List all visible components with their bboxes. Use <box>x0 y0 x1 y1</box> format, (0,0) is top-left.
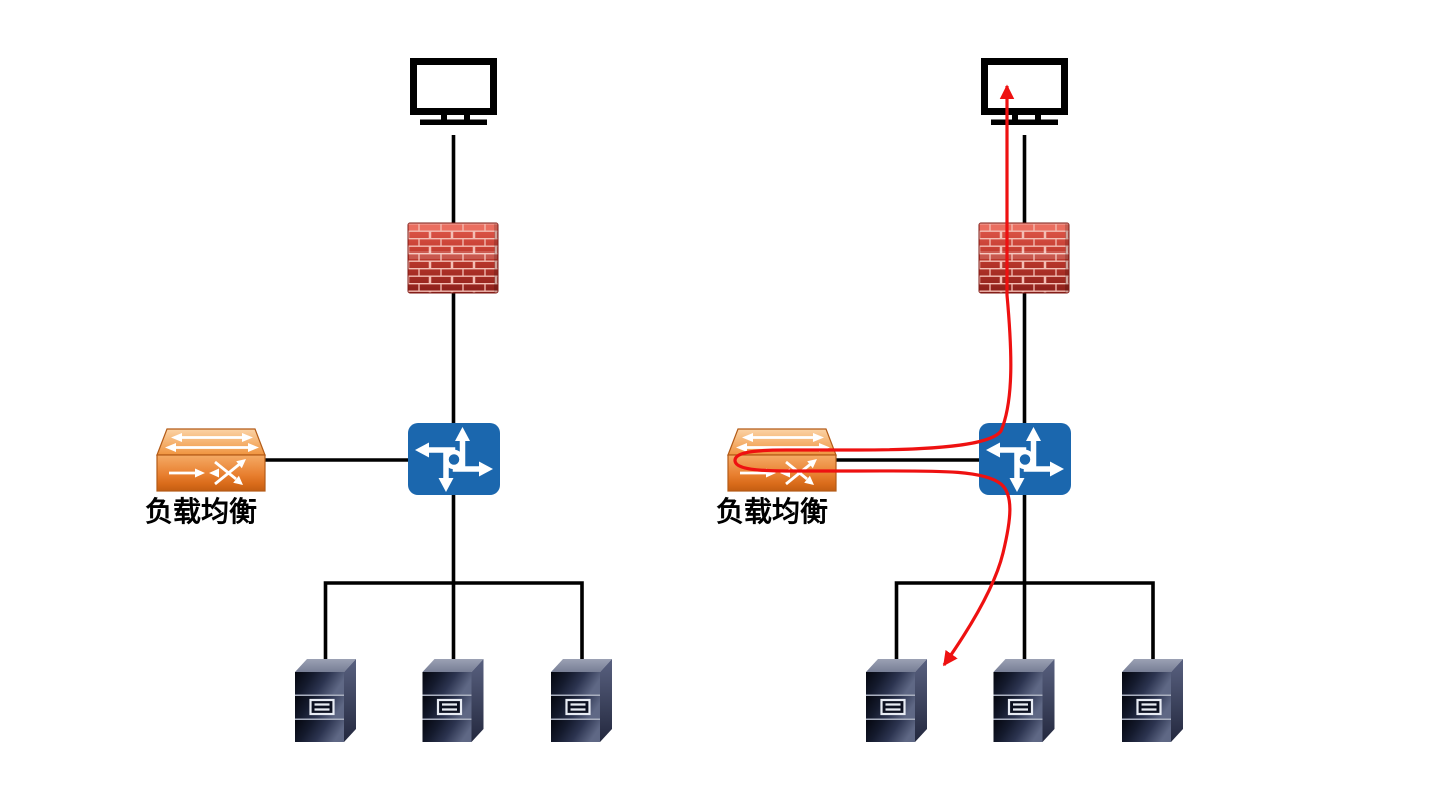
traffic-flow-arrow <box>733 84 1015 667</box>
topology-group <box>157 62 612 743</box>
load-balancer-label: 负载均衡 <box>145 496 257 527</box>
topology-group <box>728 62 1183 743</box>
load-balancer-label: 负载均衡 <box>716 496 828 527</box>
diagram-after: 负载均衡 <box>716 62 1183 743</box>
diagram-before: 负载均衡 <box>145 62 612 743</box>
